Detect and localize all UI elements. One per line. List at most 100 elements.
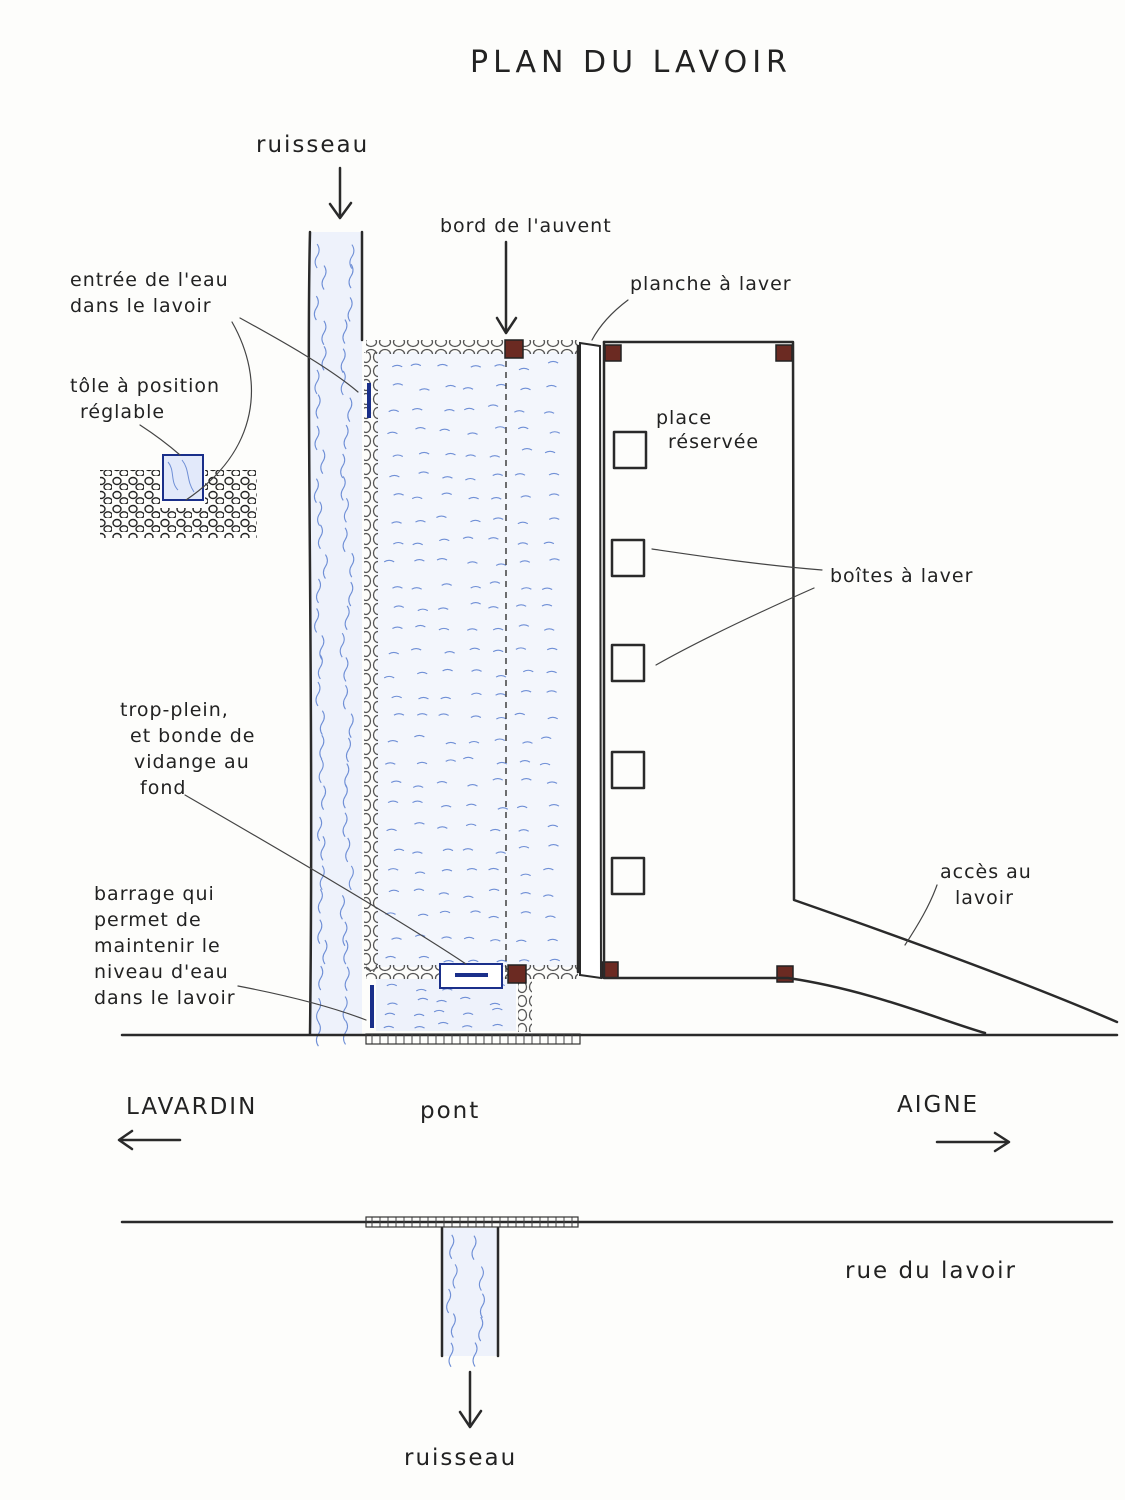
water-stroke [385, 955, 396, 959]
water-stroke [547, 824, 559, 828]
water-stroke [543, 628, 555, 631]
water-stroke [517, 542, 529, 545]
tole-label-1: tôle à position [70, 375, 220, 397]
water-stroke [343, 657, 349, 682]
water-stroke [437, 363, 448, 367]
water-stroke [317, 919, 323, 944]
water-stroke [541, 603, 553, 607]
water-stroke [413, 1013, 425, 1017]
water-stroke [543, 894, 554, 897]
water-stroke [438, 892, 450, 895]
water-stroke [347, 397, 353, 423]
water-stroke [317, 654, 323, 680]
washing-box-2 [610, 643, 646, 683]
barrage-label-4: niveau d'eau [94, 961, 229, 983]
water-stroke [496, 761, 508, 765]
water-stroke [388, 651, 400, 655]
water-stroke [488, 888, 500, 892]
water-stroke [546, 670, 557, 674]
water-stroke [388, 409, 399, 413]
water-stroke [384, 1012, 396, 1016]
water-stroke [315, 578, 322, 604]
water-stroke [546, 781, 558, 784]
water-stroke [441, 583, 452, 586]
tole-label-2: réglable [80, 401, 165, 423]
water-stroke [461, 1025, 473, 1028]
water-stroke [494, 426, 506, 429]
water-stroke [343, 498, 349, 523]
water-stroke [345, 837, 351, 863]
ruisseau-top-label: ruisseau [256, 132, 369, 158]
water-stroke [488, 606, 499, 609]
water-stroke [440, 696, 451, 700]
pont-label: pont [420, 1098, 480, 1124]
water-stroke [467, 561, 478, 564]
water-stroke [414, 822, 425, 825]
trop-label-1: trop-plein, [120, 699, 229, 721]
water-stroke [313, 295, 319, 321]
water-stroke [412, 785, 424, 788]
water-stroke [471, 669, 482, 672]
water-stroke [418, 955, 430, 959]
water-stroke [468, 740, 480, 744]
water-stroke [391, 364, 403, 368]
water-stroke [469, 647, 481, 651]
water-stroke [315, 394, 321, 419]
trop-label-2: et bonde de [130, 725, 255, 747]
water-stroke [436, 515, 447, 518]
water-stroke [414, 734, 425, 738]
water-stroke [467, 959, 479, 963]
water-stroke [415, 624, 426, 628]
water-stroke [488, 867, 499, 871]
water-stroke [349, 244, 355, 269]
water-stroke [317, 816, 323, 842]
water-stroke [411, 587, 422, 590]
washing-box-3 [610, 750, 646, 790]
water-stroke [462, 848, 474, 851]
water-stroke [467, 432, 478, 435]
entree-detail-leader [185, 321, 253, 501]
water-stroke [416, 713, 428, 716]
water-stroke [411, 496, 423, 500]
water-stroke [414, 558, 425, 562]
ruisseau-bottom-label: ruisseau [404, 1445, 517, 1471]
overflow-drain [439, 963, 503, 989]
water-stroke [489, 1002, 501, 1006]
water-stroke [319, 734, 325, 760]
water-stroke [515, 604, 527, 607]
water-stroke [410, 363, 422, 367]
water-stroke [415, 426, 426, 430]
arrow-right-icon [935, 1131, 1011, 1153]
water-stroke [416, 671, 428, 675]
water-stroke [438, 713, 449, 716]
water-stroke [414, 871, 426, 875]
water-stroke [317, 524, 323, 550]
water-stroke [520, 689, 532, 693]
water-stroke [495, 851, 507, 854]
water-stroke [514, 410, 525, 413]
water-stroke [518, 367, 530, 371]
water-stroke [314, 369, 320, 395]
water-stroke [546, 384, 557, 388]
water-stroke [391, 937, 402, 940]
water-stroke [437, 1021, 449, 1025]
water-stroke [415, 520, 426, 523]
water-stroke [441, 868, 453, 872]
water-stroke [437, 607, 449, 610]
trop-label-3: vidange au [134, 751, 250, 773]
water-stroke [521, 587, 532, 590]
acces-label-1: accès au [940, 861, 1032, 883]
water-stroke [339, 632, 345, 658]
water-stroke [417, 608, 429, 612]
water-stroke [546, 690, 557, 693]
water-stroke [349, 552, 355, 578]
planche-label: planche à laver [630, 273, 792, 295]
water-stroke [543, 541, 555, 545]
water-stroke [518, 959, 530, 962]
water-stroke [515, 939, 527, 943]
water-stroke [416, 761, 428, 765]
auvent-label: bord de l'auvent [440, 215, 612, 237]
water-stroke [520, 911, 532, 914]
